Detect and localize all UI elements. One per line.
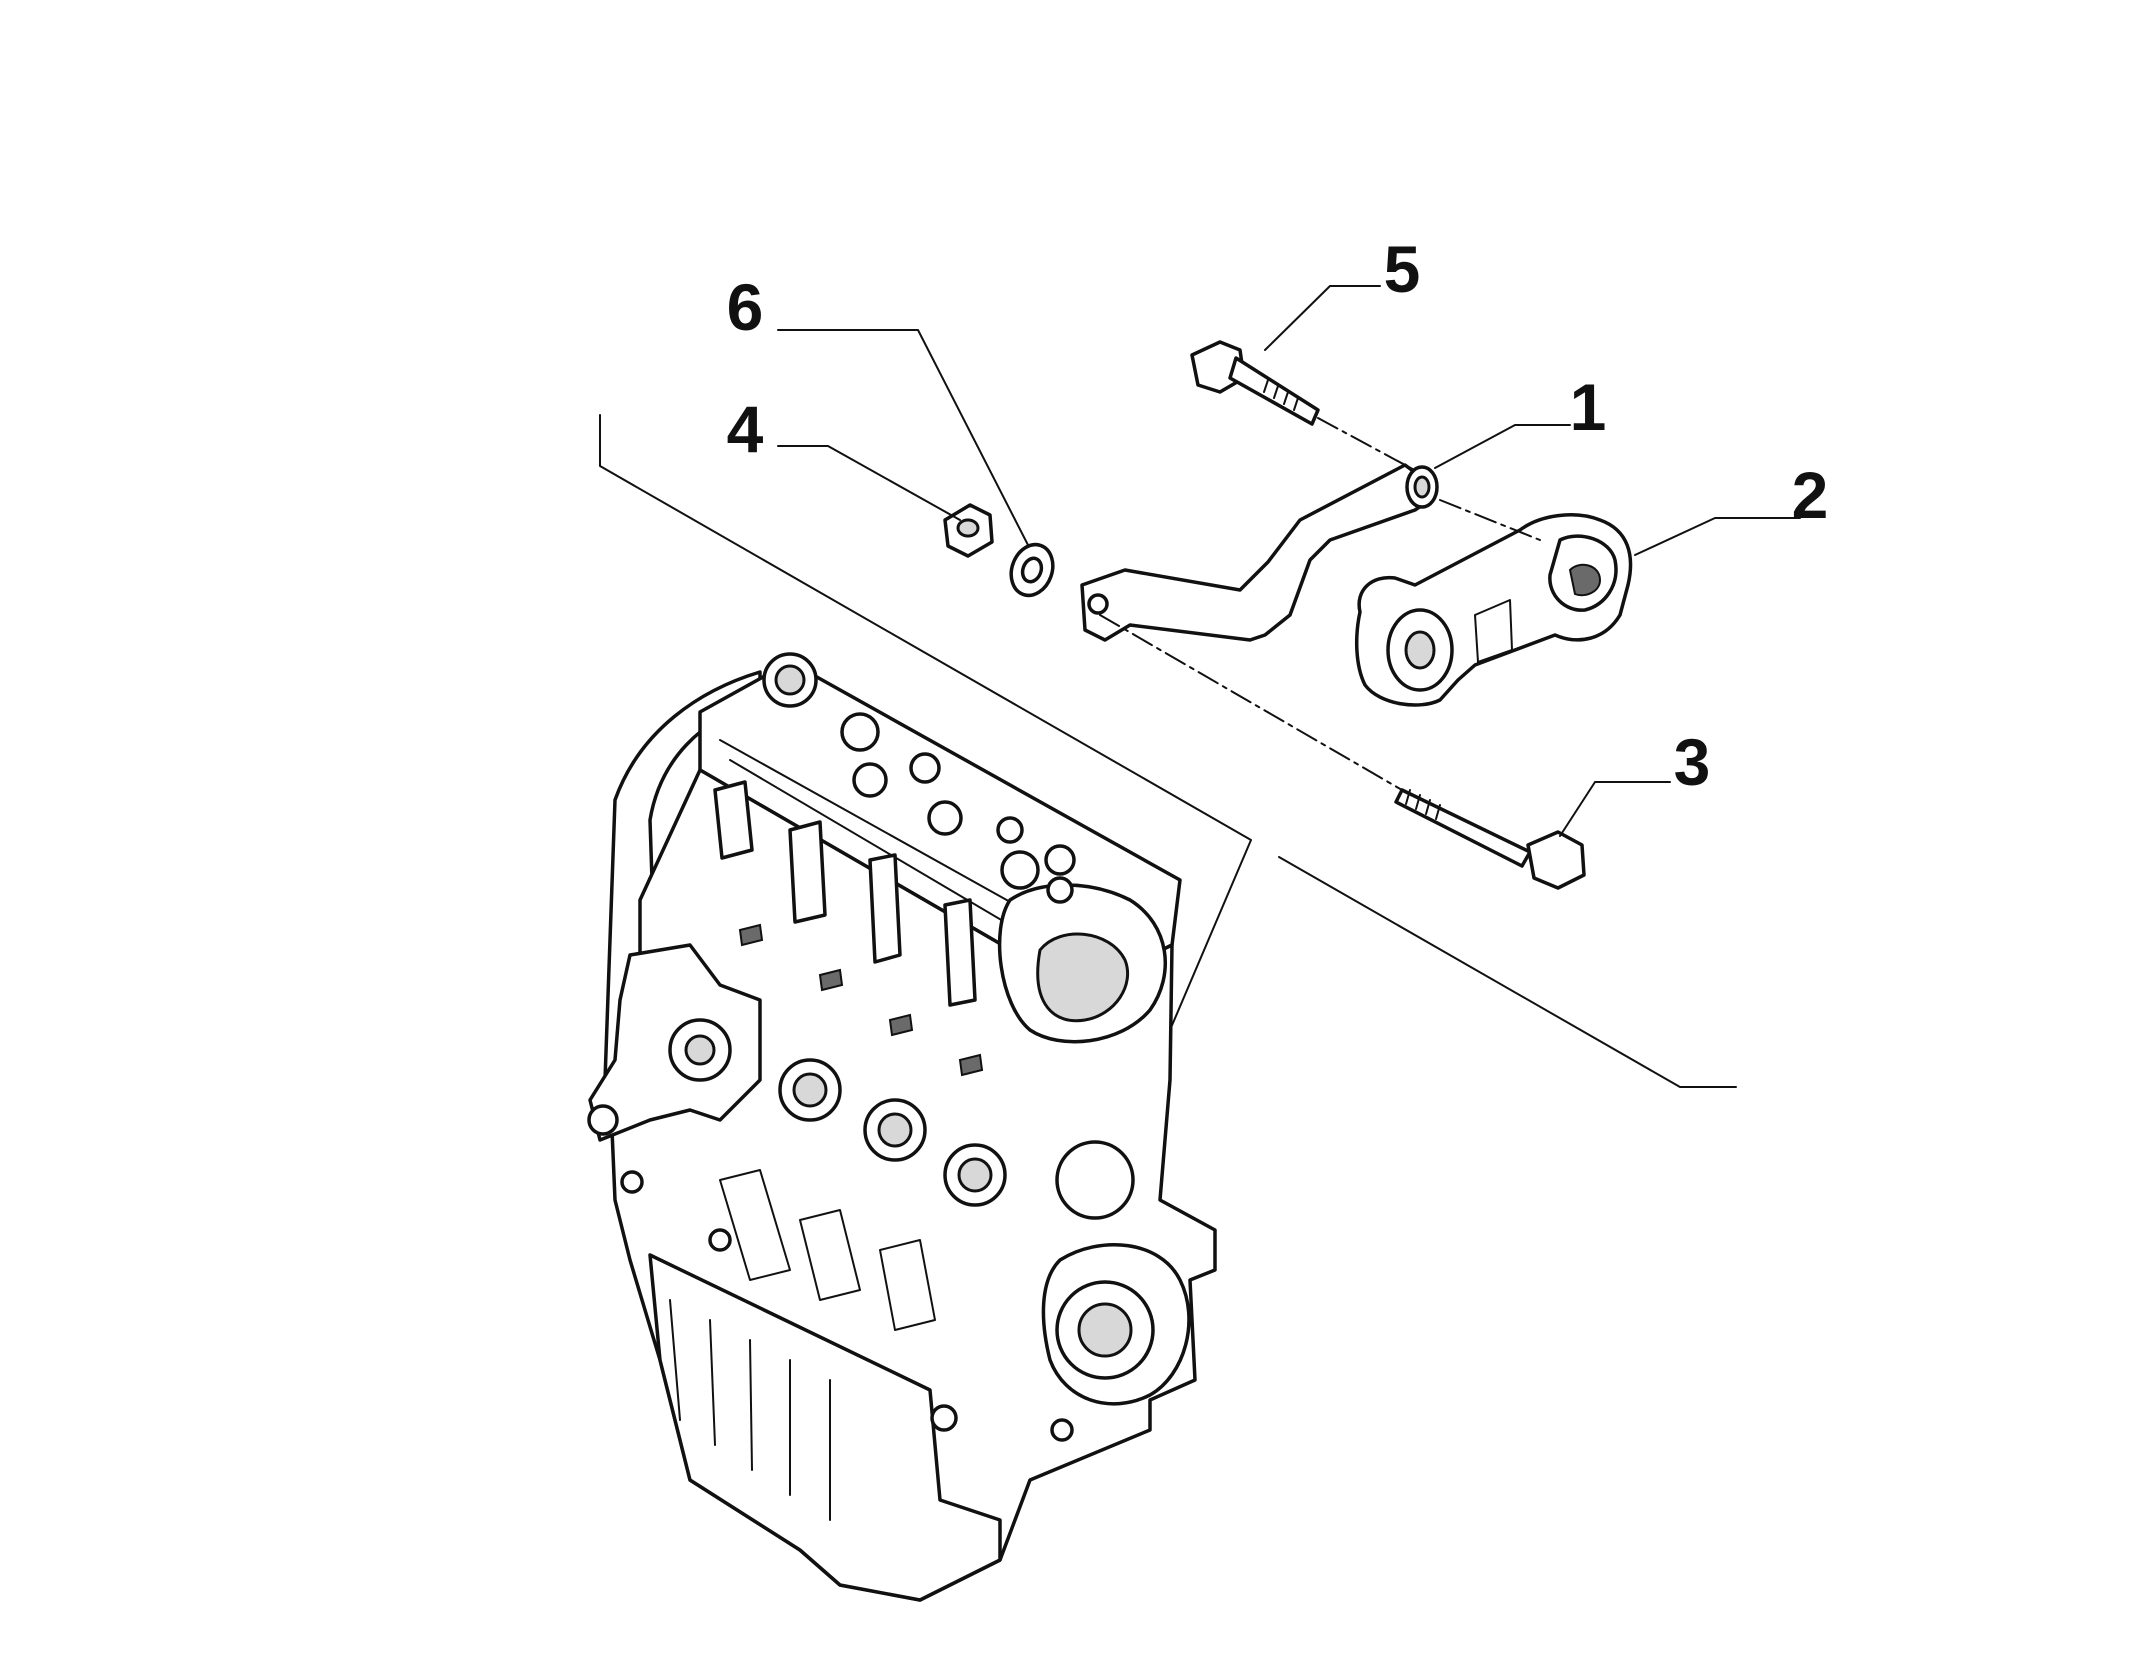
callout-1: 1 xyxy=(1570,370,1607,444)
callout-5: 5 xyxy=(1384,232,1421,306)
group-bracket xyxy=(599,414,1737,1088)
bracket-part-1 xyxy=(1080,463,1439,642)
engine-mount-part-2 xyxy=(1354,513,1633,707)
leader-lines xyxy=(777,285,1801,837)
callout-3: 3 xyxy=(1674,725,1711,799)
callout-labels: 1 2 3 4 5 6 xyxy=(727,232,1829,799)
callout-2: 2 xyxy=(1792,458,1829,532)
nut-part-4 xyxy=(943,503,994,558)
washer-part-6 xyxy=(1009,542,1055,598)
callout-6: 6 xyxy=(727,270,764,344)
bolt-part-3 xyxy=(1394,788,1586,890)
bolt-part-5 xyxy=(1190,340,1320,426)
assembly-axis-lines xyxy=(1099,417,1541,791)
callout-4: 4 xyxy=(727,392,764,466)
engine-block xyxy=(587,652,1217,1602)
